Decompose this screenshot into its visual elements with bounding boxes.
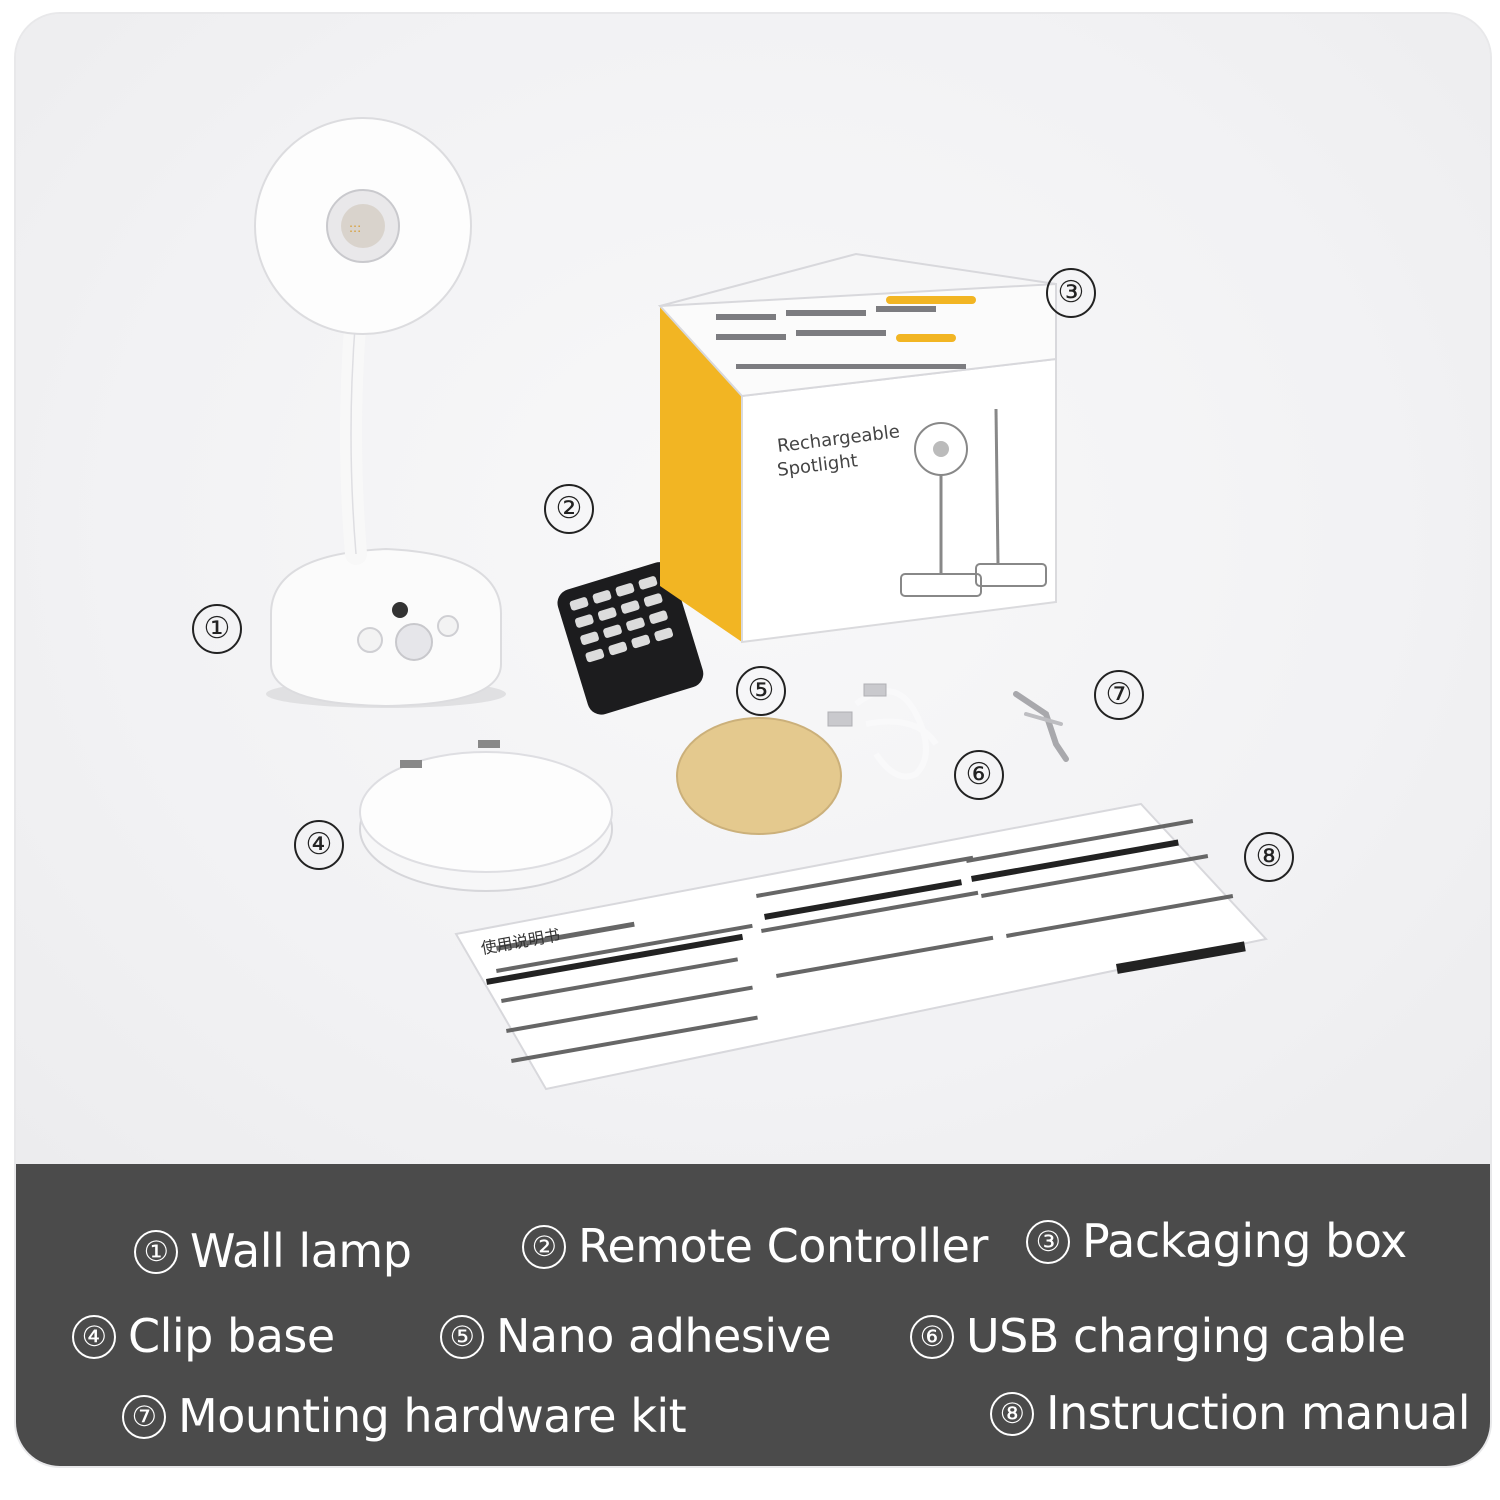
remote-controller [557, 562, 704, 715]
product-photo: ::: [16, 14, 1490, 1164]
marker-2: ② [544, 484, 594, 534]
marker-4: ④ [294, 820, 344, 870]
marker-3: ③ [1046, 268, 1096, 318]
packaging-box: Rechargeable Spotlight [657, 252, 1057, 644]
marker-1: ① [192, 604, 242, 654]
marker-8: ⑧ [1244, 832, 1294, 882]
marker-7: ⑦ [1094, 670, 1144, 720]
instruction-manual: 使用说明书 [454, 802, 1268, 1091]
product-image-frame: ::: [16, 14, 1490, 1466]
wall-lamp: ::: [254, 117, 506, 708]
mounting-hardware-kit [1013, 691, 1069, 762]
svg-text::::: ::: [349, 221, 361, 235]
nano-adhesive [676, 717, 842, 835]
usb-cable [827, 683, 939, 780]
marker-5: ⑤ [736, 666, 786, 716]
clip-base [359, 740, 613, 892]
product-illustration: ::: [254, 117, 1268, 1091]
marker-6: ⑥ [954, 750, 1004, 800]
